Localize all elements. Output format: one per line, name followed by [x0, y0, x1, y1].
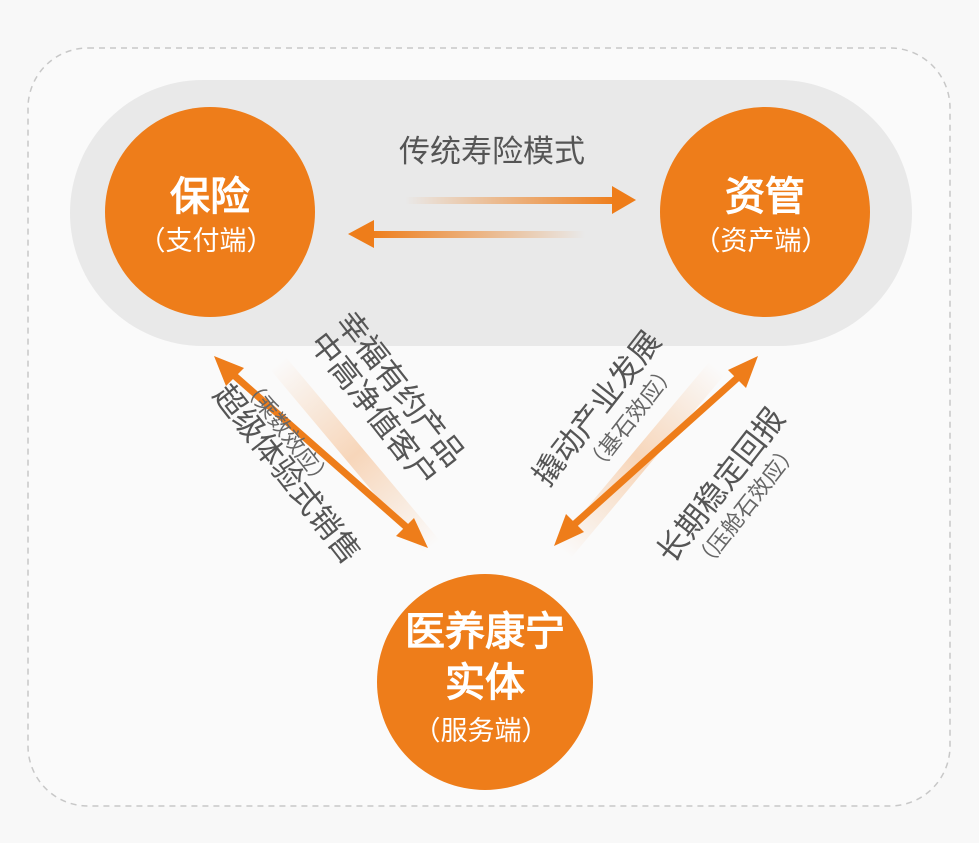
node-healthcare-title-line1: 医养康宁	[405, 609, 565, 655]
node-healthcare-subtitle: （服务端）	[414, 716, 549, 747]
node-asset: 资管 （资产端）	[660, 107, 870, 317]
node-asset-subtitle: （资产端）	[694, 226, 829, 257]
node-healthcare-title-line2: 实体	[445, 660, 525, 706]
node-insurance-subtitle: （支付端）	[139, 226, 274, 257]
top-arrow-right	[405, 186, 636, 214]
top-link-label: 传统寿险模式	[399, 134, 585, 170]
node-healthcare: 医养康宁 实体 （服务端）	[377, 574, 593, 790]
right-glow	[555, 361, 725, 559]
node-insurance: 保险 （支付端）	[105, 107, 315, 317]
node-asset-title: 资管	[725, 174, 805, 220]
left-double-arrow	[214, 356, 428, 548]
node-insurance-title: 保险	[170, 174, 251, 220]
left-glow	[270, 356, 440, 554]
right-double-arrow	[554, 356, 758, 546]
top-arrow-left	[348, 220, 585, 248]
